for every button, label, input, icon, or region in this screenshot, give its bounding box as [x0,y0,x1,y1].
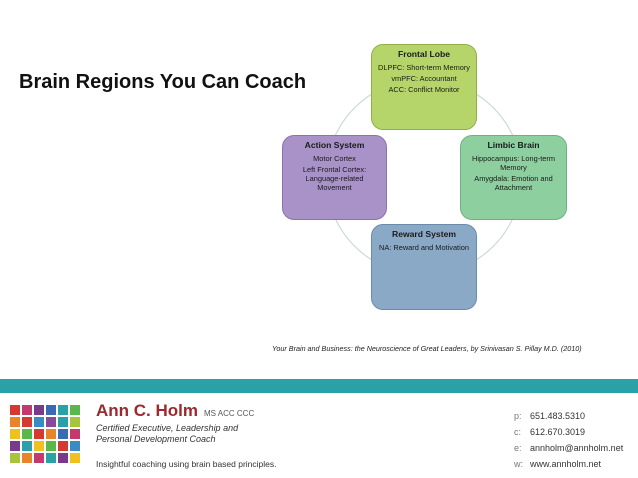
brand-subtitle: Certified Executive, Leadership and Pers… [96,423,238,445]
logo-tile [34,405,44,415]
node-title: Frontal Lobe [397,49,451,59]
contact-value[interactable]: annholm@annholm.net [530,443,624,453]
contact-website[interactable]: w: www.annholm.net [514,456,623,472]
node-line: Left Frontal Cortex: Language-related Mo… [302,165,367,192]
brand-tagline: Insightful coaching using brain based pr… [96,459,277,469]
logo-tile [22,453,32,463]
contact-value[interactable]: www.annholm.net [530,459,602,469]
slide-title: Brain Regions You Can Coach [19,71,307,93]
node-action-system: Action System Motor Cortex Left Frontal … [282,135,387,220]
logo-tile [58,429,68,439]
node-line: Hippocampus: Long-term Memory [472,154,555,172]
logo-tile [58,405,68,415]
logo-tile [10,417,20,427]
logo-tile [34,429,44,439]
contact-key: e: [514,443,522,453]
node-title: Reward System [391,229,456,239]
node-title: Limbic Brain [487,140,540,150]
logo-tile [46,441,56,451]
brand-subtitle-line: Certified Executive, Leadership and [96,423,239,433]
logo-tile [22,405,32,415]
logo-tile [70,453,80,463]
logo-tile [10,453,20,463]
logo-tile [34,441,44,451]
node-limbic-brain: Limbic Brain Hippocampus: Long-term Memo… [460,135,567,220]
accent-bar [0,379,638,393]
logo-tile [34,453,44,463]
contact-key: w: [514,459,523,469]
logo-tile [22,441,32,451]
logo-tile [10,405,20,415]
brand-name: Ann C. Holm MS ACC CCC [96,401,254,421]
node-line: Motor Cortex [313,154,356,163]
logo-tile [70,441,80,451]
contact-value: 612.670.3019 [530,427,586,437]
footer: Ann C. Holm MS ACC CCC Certified Executiv… [0,393,638,478]
node-line: NA: Reward and Motivation [379,243,469,252]
logo-tile [58,453,68,463]
node-line: DLPFC: Short-term Memory [378,63,470,72]
brand-credentials: MS ACC CCC [204,409,255,418]
node-line: vmPFC: Accountant [391,74,457,83]
logo-tile [22,429,32,439]
contact-phone: p: 651.483.5310 [514,408,623,424]
logo-tile [58,441,68,451]
contact-email[interactable]: e: annholm@annholm.net [514,440,623,456]
logo-tile [46,405,56,415]
logo-tile [46,453,56,463]
brand-subtitle-line: Personal Development Coach [96,434,216,444]
logo-tile [22,417,32,427]
contact-info: p: 651.483.5310 c: 612.670.3019 e: annholm@… [514,408,623,472]
node-line: Amygdala: Emotion and Attachment [474,174,553,192]
contact-key: p: [514,411,522,421]
node-line: ACC: Conflict Monitor [388,85,460,94]
contact-cell: c: 612.670.3019 [514,424,623,440]
logo-tile [58,417,68,427]
brand-name-text: Ann C. Holm [96,401,198,420]
logo-tile [70,417,80,427]
node-reward-system: Reward System NA: Reward and Motivation [371,224,477,310]
logo-tile [34,417,44,427]
contact-key: c: [514,427,522,437]
logo-tile [70,429,80,439]
citation: Your Brain and Business: the Neuroscienc… [272,344,582,353]
logo-mosaic [10,405,80,463]
logo-tile [10,441,20,451]
contact-value: 651.483.5310 [530,411,586,421]
node-frontal-lobe: Frontal Lobe DLPFC: Short-term Memory vm… [371,44,477,130]
logo-tile [46,417,56,427]
node-title: Action System [304,140,365,150]
logo-tile [46,429,56,439]
logo-tile [70,405,80,415]
logo-tile [10,429,20,439]
